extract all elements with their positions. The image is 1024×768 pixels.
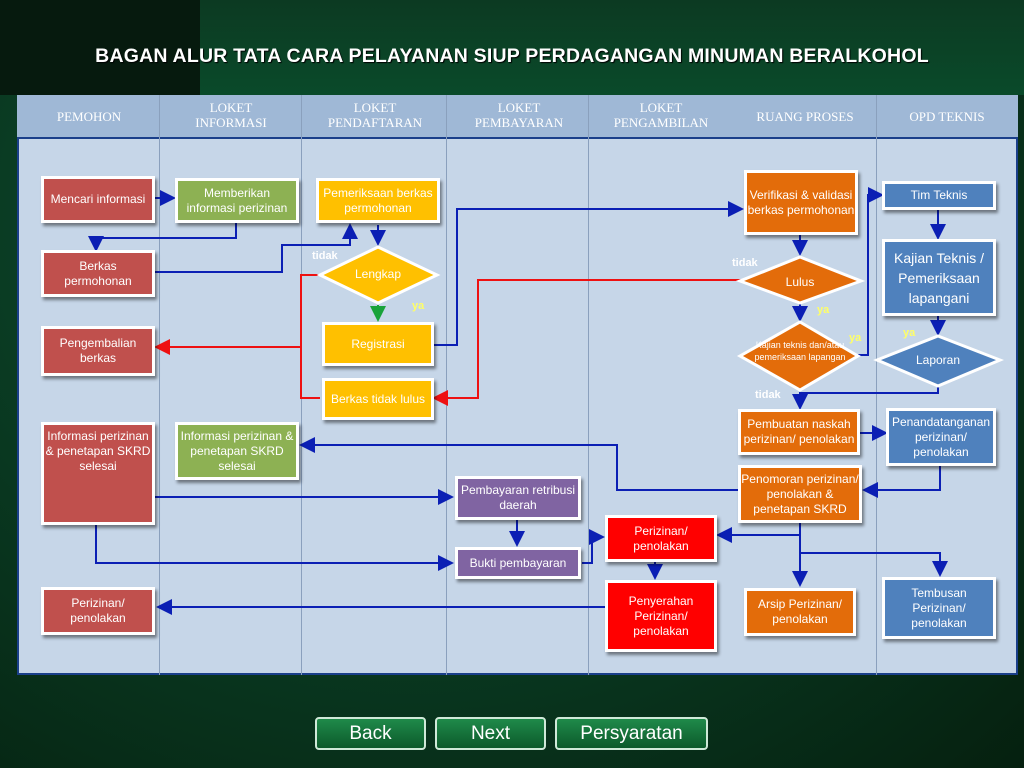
node-informasi-selesai-pemohon: Informasi perizinan & penetapan SKRD sel… [41,422,155,525]
page-title: BAGAN ALUR TATA CARA PELAYANAN SIUP PERD… [95,45,929,67]
label-tidak: tidak [732,257,758,269]
label-tidak: tidak [312,250,338,262]
column-header-pemohon: PEMOHON [56,109,122,124]
node-pembuatan-naskah: Pembuatan naskah perizinan/ penolakan [738,409,860,455]
node-tembusan: Tembusan Perizinan/ penolakan [882,577,996,639]
kajian-diamond [736,320,861,392]
label-ya: ya [412,300,425,312]
next-button[interactable]: Next [435,717,546,750]
lengkap-label: Lengkap [354,267,402,281]
node-perizinan-pemohon: Perizinan/ penolakan [41,587,155,635]
column-header-loket-pengambilan: LOKET PENGAMBILAN [613,100,709,130]
column-header-band [17,95,1018,139]
top-left-shade [0,0,200,95]
node-berkas-permohonan: Berkas permohonan [41,250,155,297]
node-arsip: Arsip Perizinan/ penolakan [744,588,856,636]
node-informasi-selesai-loket: Informasi perizinan & penetapan SKRD sel… [175,422,299,480]
node-penandatanganan: Penandatanganan perizinan/ penolakan [886,408,996,466]
column-divider [876,95,877,675]
lulus-label: Lulus [785,275,815,289]
column-header-opd-teknis: OPD TEKNIS [909,109,985,124]
column-divider [159,95,160,675]
node-memberikan-informasi: Memberikan informasi perizinan [175,178,299,223]
back-button[interactable]: Back [315,717,426,750]
label-ya: ya [903,327,916,339]
node-berkas-tidak-lulus: Berkas tidak lulus [322,378,434,420]
column-header-loket-informasi: LOKET INFORMASI [195,100,267,130]
node-verifikasi: Verifikasi & validasi berkas permohonan [744,170,858,235]
node-registrasi: Registrasi [322,322,434,366]
laporan-diamond [873,334,1005,388]
node-tim-teknis: Tim Teknis [882,181,996,210]
label-tidak: tidak [755,389,781,401]
persyaratan-button[interactable]: Persyaratan [555,717,708,750]
column-header-loket-pendaftaran: LOKET PENDAFTARAN [327,100,423,130]
laporan-label: Laporan [915,353,961,367]
node-bukti-pembayaran: Bukti pembayaran [455,547,581,579]
node-pengembalian-berkas: Pengembalian berkas [41,326,155,376]
column-divider [446,95,447,675]
kajian-diamond-label: Kajian teknis dan/atau pemeriksaan lapan… [754,340,846,362]
node-penyerahan: Penyerahan Perizinan/ penolakan [605,580,717,652]
node-perizinan-penolakan: Perizinan/ penolakan [605,515,717,562]
column-header-loket-pembayaran: LOKET PEMBAYARAN [474,100,564,130]
node-mencari-informasi: Mencari informasi [41,176,155,223]
node-pembayaran-retribusi: Pembayaran retribusi daerah [455,476,581,520]
node-penomoran: Penomoran perizinan/ penolakan & penetap… [738,465,862,523]
column-header-ruang-proses: RUANG PROSES [756,109,854,124]
node-pemeriksaan-berkas: Pemeriksaan berkas permohonan [316,178,440,223]
node-kajian-teknis: Kajian Teknis / Pemeriksaan lapangani [882,239,996,316]
column-divider [588,95,589,675]
lulus-diamond [735,255,866,305]
label-ya: ya [849,332,862,344]
lengkap-diamond [316,245,441,305]
label-ya: ya [817,304,830,316]
